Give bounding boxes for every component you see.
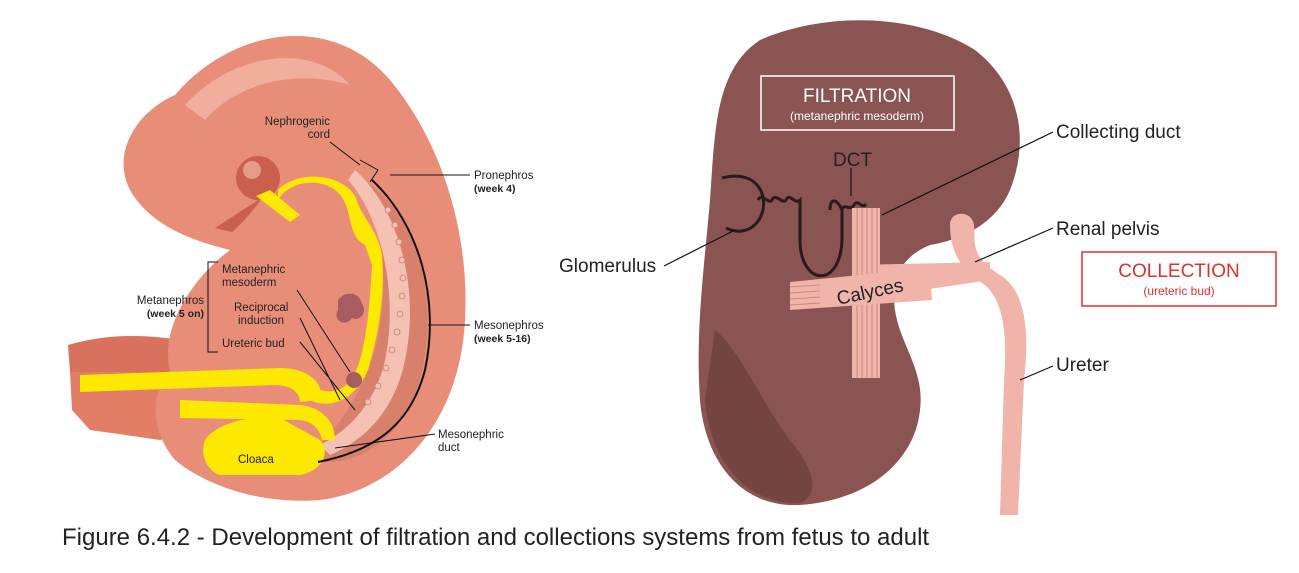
- label-mesonephric-duct-2: duct: [438, 442, 461, 454]
- filtration-title: FILTRATION: [803, 86, 911, 107]
- calyces-tube: [789, 268, 932, 310]
- label-glomerulus: Glomerulus: [559, 256, 656, 277]
- filtration-subtitle: (metanephric mesoderm): [790, 109, 924, 123]
- cloaca-shape: [203, 417, 325, 475]
- label-ureter: Ureter: [1056, 355, 1109, 376]
- leader-glomerulus: [663, 229, 736, 267]
- yellow-hindgut: [180, 400, 335, 440]
- filtration-box: [760, 75, 955, 131]
- label-reciprocal-induction-1: Reciprocal: [234, 302, 288, 314]
- label-metanephric-mesoderm-1: Metanephric: [222, 264, 286, 276]
- nephric-ridge: [320, 170, 410, 455]
- dct-loop: [828, 199, 844, 211]
- label-metanephros-week: (week 5 on): [147, 308, 204, 320]
- collection-title: COLLECTION: [1118, 261, 1239, 282]
- kidney-shadow: [705, 330, 813, 504]
- label-nephrogenic-cord-2: cord: [308, 129, 330, 141]
- label-nephrogenic-cord-1: Nephrogenic: [265, 116, 330, 128]
- nephron-tubule: [721, 174, 868, 278]
- label-collecting-duct: Collecting duct: [1056, 122, 1181, 143]
- leader-ureteric-bud: [299, 341, 356, 411]
- leader-collecting-duct: [881, 131, 1054, 216]
- label-renal-pelvis: Renal pelvis: [1056, 219, 1160, 240]
- fetus-umbilical: [68, 336, 200, 372]
- label-mesonephros: Mesonephros: [474, 320, 544, 332]
- label-reciprocal-induction-2: induction: [238, 315, 284, 327]
- label-pronephros-week: (week 4): [474, 183, 515, 195]
- bracket-metanephros: [207, 261, 218, 353]
- label-metanephros: Metanephros: [137, 295, 204, 307]
- ureteric-bud-dot: [346, 372, 362, 388]
- leader-nephrogenic-cord: [329, 141, 379, 183]
- yellow-allantois: [80, 368, 321, 402]
- label-mesonephric-duct-1: Mesonephric: [438, 429, 504, 441]
- leader-ureter: [1019, 365, 1054, 381]
- leader-reciprocal-induction: [299, 317, 341, 401]
- label-dct: DCT: [833, 150, 872, 171]
- tubule-dots: [364, 206, 407, 406]
- leader-renal-pelvis: [974, 227, 1054, 263]
- label-cloaca: Cloaca: [238, 454, 274, 466]
- yellow-tube-pharynx: [256, 190, 300, 222]
- mesonephric-duct-line: [317, 179, 431, 463]
- fetus-head-highlight: [185, 58, 350, 120]
- metanephric-blob: [336, 293, 365, 323]
- fetus-eye-highlight: [243, 161, 261, 179]
- fetus-mouth: [215, 198, 262, 232]
- figure-caption: Figure 6.4.2 - Development of filtration…: [62, 524, 930, 551]
- label-mesonephros-week: (week 5-16): [474, 333, 531, 345]
- collection-box: [1081, 251, 1277, 307]
- ureter-pelvis: [950, 213, 1027, 515]
- collection-subtitle: (ureteric bud): [1143, 284, 1214, 298]
- label-pronephros: Pronephros: [474, 170, 534, 182]
- label-ureteric-bud: Ureteric bud: [222, 338, 285, 350]
- label-metanephric-mesoderm-2: mesoderm: [222, 277, 276, 289]
- yellow-tube-upper: [278, 176, 383, 404]
- kidney-illustration: FILTRATION (metanephric mesoderm) Calyce…: [559, 20, 1277, 515]
- leader-metanephric-mesoderm: [296, 289, 351, 373]
- fetus-illustration: Nephrogenic cord Pronephros (week 4) Met…: [68, 36, 544, 501]
- leader-mesonephric-duct: [334, 433, 436, 449]
